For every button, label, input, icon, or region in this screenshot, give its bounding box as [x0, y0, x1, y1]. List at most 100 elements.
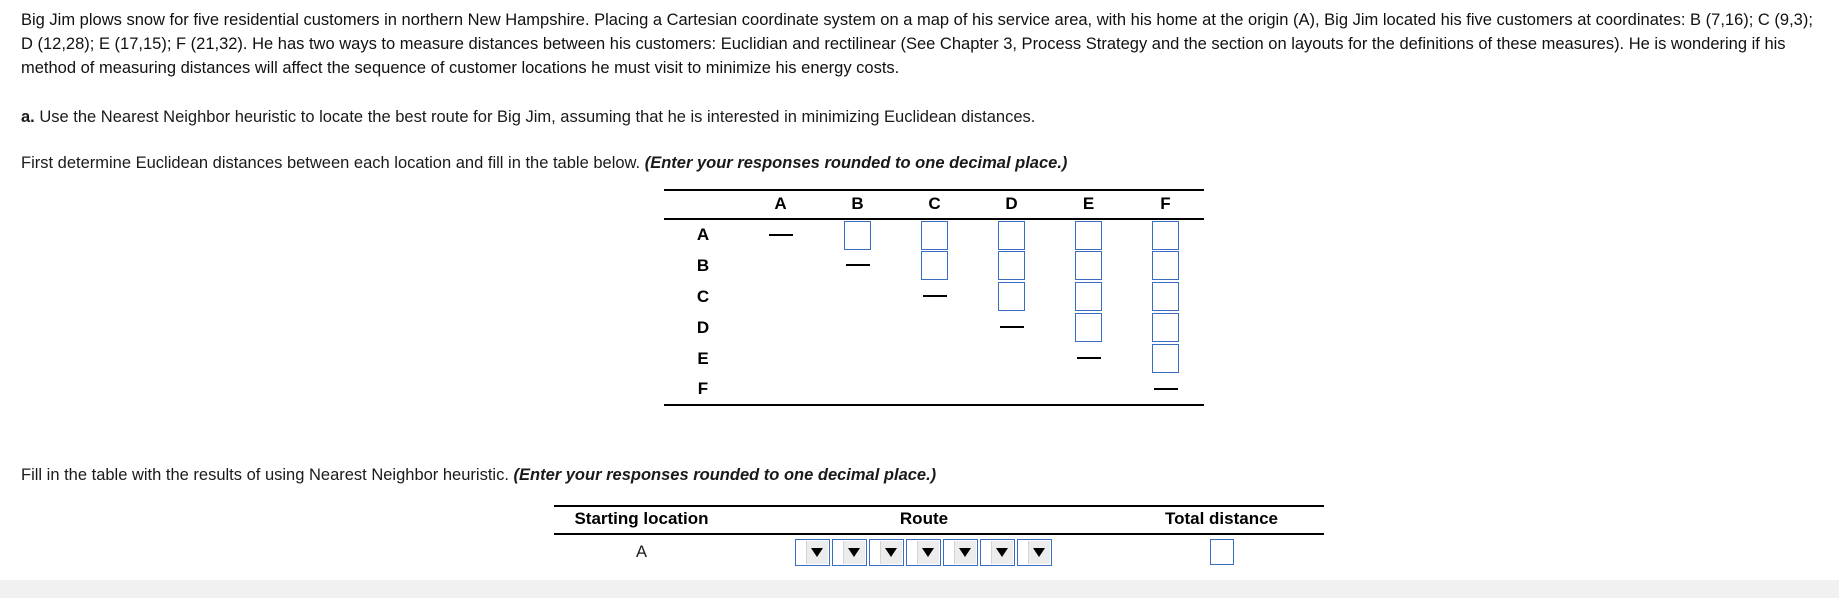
matrix-empty-cell-f-c: [896, 374, 973, 406]
matrix-cell-a-e: [1050, 219, 1127, 250]
nearest-neighbor-route-table: Starting location Route Total distance A: [554, 505, 1324, 566]
matrix-row-b: B: [664, 250, 1204, 281]
distance-input-c-d[interactable]: [998, 282, 1025, 311]
matrix-cell-b-e: [1050, 250, 1127, 281]
matrix-cell-c-e: [1050, 281, 1127, 312]
matrix-empty-cell-e-b: [819, 343, 896, 374]
distance-input-b-c[interactable]: [921, 251, 948, 280]
instruction-1-note: (Enter your responses rounded to one dec…: [644, 154, 1068, 172]
route-step-select-1[interactable]: [794, 539, 830, 566]
matrix-row-header-a: A: [696, 225, 710, 244]
matrix-cell-d-e: [1050, 312, 1127, 343]
instruction-line-1: First determine Euclidean distances betw…: [21, 151, 1067, 175]
matrix-empty-cell-e-d: [973, 343, 1050, 374]
matrix-row-a: A: [664, 219, 1204, 250]
distance-input-b-d[interactable]: [998, 251, 1025, 280]
matrix-header-row: A B C D E F: [664, 189, 1204, 220]
matrix-empty-cell-f-b: [819, 374, 896, 406]
route-step-select-4[interactable]: [905, 539, 941, 566]
matrix-row-header-e: E: [697, 348, 709, 368]
matrix-cell-d-f: [1127, 312, 1204, 343]
matrix-empty-cell-c-b: [819, 281, 896, 312]
distance-input-c-e[interactable]: [1075, 282, 1102, 311]
matrix-empty-cell-f-a: [742, 374, 819, 406]
distance-input-d-f[interactable]: [1152, 313, 1179, 342]
matrix-diagonal-dash-f-f: [1127, 374, 1204, 406]
distance-input-d-e[interactable]: [1075, 313, 1102, 342]
matrix-cell-b-f: [1127, 250, 1204, 281]
dash-icon: [845, 264, 870, 267]
distance-input-a-e[interactable]: [1075, 220, 1102, 250]
chevron-down-glyph: [848, 548, 860, 557]
chevron-down-icon[interactable]: [842, 541, 865, 564]
distance-input-a-d[interactable]: [998, 220, 1025, 250]
matrix-header: A B C D E F: [664, 189, 1204, 220]
total-distance-input[interactable]: [1209, 539, 1234, 565]
route-step-select-6[interactable]: [979, 539, 1015, 566]
matrix-empty-cell-b-a: [742, 250, 819, 281]
matrix-cell-a-d: [973, 219, 1050, 250]
matrix-diagonal-dash-d-d: [973, 312, 1050, 343]
matrix-empty-cell-e-a: [742, 343, 819, 374]
chevron-down-icon[interactable]: [990, 541, 1013, 564]
route-table-header: Starting location Route Total distance: [554, 505, 1324, 535]
route-dropdown-group: [729, 534, 1119, 566]
chevron-down-icon[interactable]: [805, 541, 828, 564]
route-col-header-starting-location: Starting location: [554, 505, 729, 535]
route-header-row: Starting location Route Total distance: [554, 505, 1324, 535]
route-col-header-total-distance: Total distance: [1119, 505, 1324, 535]
dash-icon: [922, 295, 947, 298]
part-a-text: Use the Nearest Neighbor heuristic to lo…: [39, 108, 1036, 126]
instruction-1-text: First determine Euclidean distances betw…: [21, 154, 641, 172]
chevron-down-glyph: [922, 548, 934, 557]
matrix-cell-b-d: [973, 250, 1050, 281]
matrix-diagonal-dash-e-e: [1050, 343, 1127, 374]
chevron-down-icon[interactable]: [1027, 541, 1050, 564]
matrix-col-header-a: A: [742, 189, 819, 220]
chevron-down-glyph: [811, 548, 823, 557]
matrix-cell-a-b: [819, 219, 896, 250]
problem-statement: Big Jim plows snow for five residential …: [21, 11, 1813, 77]
chevron-down-icon[interactable]: [916, 541, 939, 564]
distance-input-e-f[interactable]: [1152, 344, 1179, 373]
instruction-2-note: (Enter your responses rounded to one dec…: [513, 466, 937, 484]
matrix-diagonal-dash-a-a: [742, 219, 819, 250]
matrix-corner-cell: [664, 189, 742, 220]
route-step-select-7[interactable]: [1016, 539, 1052, 566]
route-starting-location-value: A: [635, 543, 647, 561]
chevron-down-icon[interactable]: [953, 541, 976, 564]
matrix-empty-cell-d-a: [742, 312, 819, 343]
route-step-select-2[interactable]: [831, 539, 867, 566]
dash-icon: [999, 326, 1024, 329]
distance-input-a-c[interactable]: [921, 220, 948, 250]
matrix-empty-cell-f-e: [1050, 374, 1127, 406]
matrix-col-header-e: E: [1050, 189, 1127, 220]
distance-input-b-f[interactable]: [1152, 251, 1179, 280]
page-bottom-strip: [0, 580, 1839, 598]
distance-input-c-f[interactable]: [1152, 282, 1179, 311]
matrix-cell-c-d: [973, 281, 1050, 312]
distance-input-b-e[interactable]: [1075, 251, 1102, 280]
matrix-diagonal-dash-b-b: [819, 250, 896, 281]
chevron-down-icon[interactable]: [879, 541, 902, 564]
chevron-down-glyph: [996, 548, 1008, 557]
chevron-down-glyph: [1033, 548, 1045, 557]
matrix-row-f: F: [664, 374, 1204, 406]
matrix-cell-a-c: [896, 219, 973, 250]
matrix-cell-e-f: [1127, 343, 1204, 374]
matrix-col-header-f: F: [1127, 189, 1204, 220]
distance-input-a-f[interactable]: [1152, 220, 1179, 250]
matrix-row-header-d: D: [696, 317, 710, 337]
route-step-select-5[interactable]: [942, 539, 978, 566]
matrix-row-d: D: [664, 312, 1204, 343]
distance-input-a-b[interactable]: [844, 220, 871, 250]
route-step-select-3[interactable]: [868, 539, 904, 566]
matrix-empty-cell-d-b: [819, 312, 896, 343]
part-a-prompt: a. Use the Nearest Neighbor heuristic to…: [21, 105, 1035, 129]
matrix-cell-a-f: [1127, 219, 1204, 250]
matrix-empty-cell-d-c: [896, 312, 973, 343]
matrix-row-header-b: B: [696, 255, 710, 275]
